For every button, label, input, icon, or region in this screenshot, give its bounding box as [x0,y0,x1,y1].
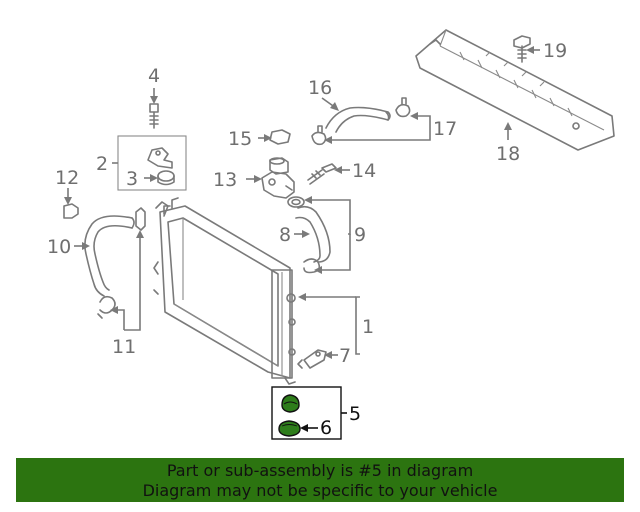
callout-6[interactable]: 6 [320,417,332,439]
hose-clamp-11b[interactable] [97,295,116,319]
callout-19: 19 [543,40,567,62]
callout-2: 2 [96,153,108,175]
hose-clamp-17b[interactable] [311,125,327,146]
hose-clamp-9a[interactable] [287,196,305,208]
radiator-upper-bracket-18[interactable] [415,29,615,151]
callout-labels: 1 2 3 4 5 6 7 8 9 10 11 12 13 14 15 16 1… [47,40,567,439]
callout-3: 3 [126,168,138,190]
rubber-insulator-3[interactable] [157,170,175,186]
banner-line-1: Part or sub-assembly is #5 in diagram [166,461,474,480]
leader-lines [64,46,540,432]
callout-9: 9 [354,224,366,246]
drain-cock-7[interactable] [297,349,327,369]
lower-radiator-hose[interactable] [84,215,135,297]
callout-12: 12 [55,167,79,189]
hose-clamp-17a[interactable] [395,97,411,118]
callout-11: 11 [112,336,136,358]
upper-radiator-hose-8[interactable] [295,205,331,263]
radiator-cap-lower[interactable] [278,420,301,437]
bolt-19[interactable] [513,35,531,63]
mount-bracket-2[interactable] [147,147,173,169]
callout-14: 14 [352,160,376,182]
callout-13: 13 [213,169,237,191]
drain-plug-12[interactable] [63,203,79,219]
callout-16: 16 [308,77,332,99]
part-info-banner: Part or sub-assembly is #5 in diagram Di… [16,458,624,502]
bolt-14[interactable] [307,163,337,185]
thermostat-housing-13[interactable] [261,157,295,199]
callout-1: 1 [362,316,374,338]
hose-16[interactable] [325,106,391,133]
callout-7: 7 [339,345,351,367]
radiator-assembly[interactable] [153,197,296,385]
banner-line-2: Diagram may not be specific to your vehi… [142,481,498,500]
hose-clamp-11a[interactable] [135,207,146,231]
radiator-cap-upper[interactable] [281,394,300,413]
callout-18: 18 [496,143,520,165]
callout-17: 17 [433,118,457,140]
gasket-15[interactable] [269,129,291,145]
callout-8: 8 [279,224,291,246]
callout-10: 10 [47,236,71,258]
callout-4: 4 [148,65,160,87]
callout-5[interactable]: 5 [349,403,361,425]
callout-15: 15 [228,128,252,150]
bolt-4[interactable] [149,103,159,129]
